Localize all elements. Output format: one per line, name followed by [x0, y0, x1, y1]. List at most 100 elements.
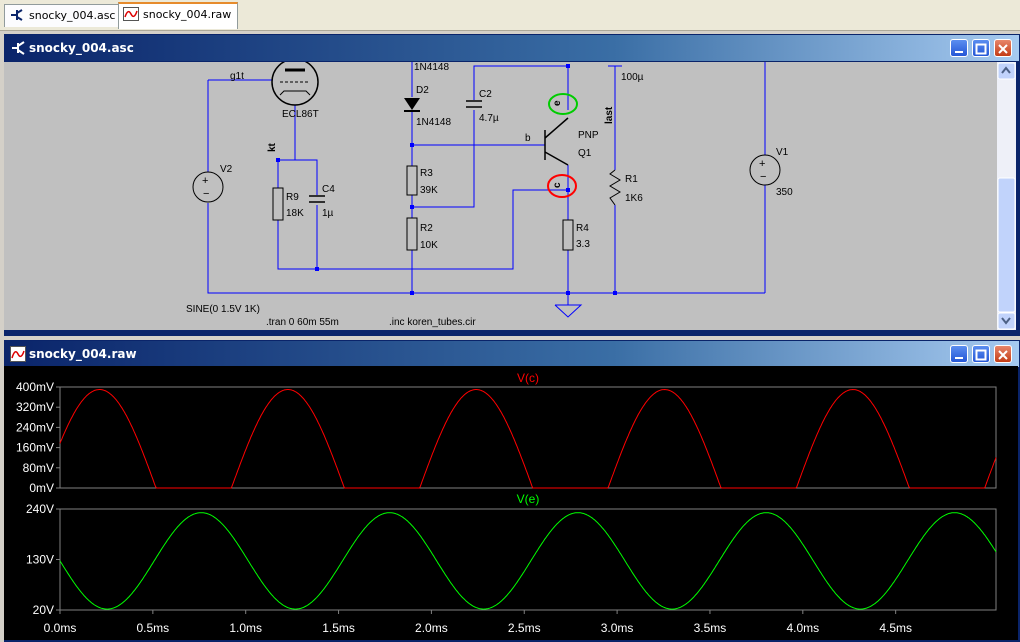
schematic-scrollbar[interactable] [997, 62, 1016, 330]
vc-y-tick: 400mV [16, 380, 54, 394]
x-tick: 4.5ms [879, 621, 912, 635]
x-tick-labels: 0.0ms 0.5ms 1.0ms 1.5ms 2.0ms 2.5ms 3.0ms 3.5ms… [44, 610, 912, 635]
minimize-icon [955, 357, 963, 359]
vc-pane-frame [59, 386, 997, 489]
maximize-button[interactable] [972, 39, 990, 57]
label-last: last [604, 106, 615, 124]
close-icon [998, 350, 1008, 360]
ve-trace [59, 512, 997, 610]
schematic-titlebar[interactable]: snocky_004.asc [5, 35, 1019, 61]
vc-y-tick: 80mV [23, 461, 54, 475]
minimize-button[interactable] [950, 39, 968, 57]
label-c4-value: 1µ [322, 208, 334, 219]
label-d2-top: 1N4148 [414, 62, 449, 73]
x-tick: 2.5ms [508, 621, 541, 635]
maximize-button[interactable] [972, 345, 990, 363]
tube-ecl86 [271, 62, 319, 106]
label-c4: C4 [322, 184, 335, 195]
label-r4-value: 3.3 [576, 239, 590, 250]
label-r1-value: 1K6 [625, 193, 643, 204]
schematic-window-title: snocky_004.asc [29, 41, 134, 55]
schematic-canvas[interactable]: +− +− g1t ECL86T kt V2 R9 18K C4 1µ 1N41… [4, 62, 997, 330]
svg-text:−: − [203, 188, 209, 200]
tab-schematic-label: snocky_004.asc [29, 9, 116, 22]
source-v1: +− [749, 154, 781, 186]
label-r1: R1 [625, 174, 638, 185]
scroll-up-icon [1001, 66, 1011, 74]
schematic-icon [12, 41, 25, 55]
label-r9-value: 18K [286, 208, 304, 219]
label-base: b [525, 133, 531, 144]
scroll-down-icon [1001, 317, 1011, 325]
label-r9: R9 [286, 192, 299, 203]
x-tick: 2.0ms [415, 621, 448, 635]
schematic-icon [11, 9, 23, 21]
minimize-icon [955, 51, 963, 53]
label-d2-value: 1N4148 [416, 117, 451, 128]
label-r3: R3 [420, 168, 433, 179]
scrollbar-graphics [997, 62, 1016, 330]
waveform-icon [123, 7, 139, 21]
collector-probe-marker [547, 174, 577, 198]
x-tick: 1.0ms [229, 621, 262, 635]
label-v1: V1 [776, 147, 789, 158]
inc-directive: .inc koren_tubes.cir [389, 317, 476, 328]
scroll-up-button [997, 62, 1016, 80]
plot-window-title: snocky_004.raw [29, 347, 137, 361]
emitter-probe-marker [548, 93, 578, 115]
maximize-icon [975, 349, 987, 361]
close-button[interactable] [994, 345, 1012, 363]
label-c2: C2 [479, 89, 492, 100]
resistor-symbols [272, 165, 621, 251]
maximize-icon [975, 43, 987, 55]
x-tick: 3.5ms [694, 621, 727, 635]
ve-y-tick: 20V [33, 603, 54, 617]
ve-series-title: V(e) [517, 492, 540, 506]
label-d2: D2 [416, 85, 429, 96]
label-emitter: e [552, 100, 563, 106]
scroll-thumb [997, 177, 1016, 313]
schematic-wires [207, 62, 766, 318]
tab-schematic[interactable]: snocky_004.asc [4, 4, 123, 27]
ve-pane-frame [59, 508, 997, 611]
vc-series-title: V(c) [517, 371, 539, 385]
capacitor-symbols [309, 100, 482, 203]
label-tube: ECL86T [282, 109, 319, 120]
x-tick: 1.5ms [322, 621, 355, 635]
waveform-icon [10, 346, 26, 362]
vc-y-tick: 0mV [29, 481, 54, 495]
x-tick: 0.0ms [44, 621, 77, 635]
tab-waveform[interactable]: snocky_004.raw [118, 2, 239, 29]
x-tick: 4.0ms [786, 621, 819, 635]
svg-text:+: + [202, 175, 208, 187]
diode-d2 [404, 98, 420, 112]
tab-waveform-label: snocky_004.raw [143, 8, 232, 21]
tran-directive: .tran 0 60m 55m [266, 317, 339, 328]
vc-trace [59, 388, 997, 489]
minimize-button[interactable] [950, 345, 968, 363]
svg-text:−: − [760, 171, 766, 183]
label-q1: Q1 [578, 148, 592, 159]
label-v1-value: 350 [776, 187, 793, 198]
document-tab-bar: snocky_004.asc snocky_004.raw [0, 0, 1020, 31]
label-r2-value: 10K [420, 240, 438, 251]
vc-y-tick: 320mV [16, 400, 54, 414]
x-tick: 3.0ms [601, 621, 634, 635]
transistor-q1 [544, 117, 569, 166]
ve-y-tick: 240V [26, 502, 54, 516]
label-r4: R4 [576, 223, 589, 234]
label-cap-value: 100µ [621, 72, 644, 83]
close-button[interactable] [994, 39, 1012, 57]
label-r3-value: 39K [420, 185, 438, 196]
source-v2: +− [192, 171, 224, 203]
svg-text:+: + [759, 158, 765, 170]
label-v2: V2 [220, 164, 233, 175]
junction-dots [276, 64, 617, 295]
x-tick: 0.5ms [137, 621, 170, 635]
plot-titlebar[interactable]: snocky_004.raw [5, 341, 1019, 367]
label-pnp: PNP [578, 130, 599, 141]
